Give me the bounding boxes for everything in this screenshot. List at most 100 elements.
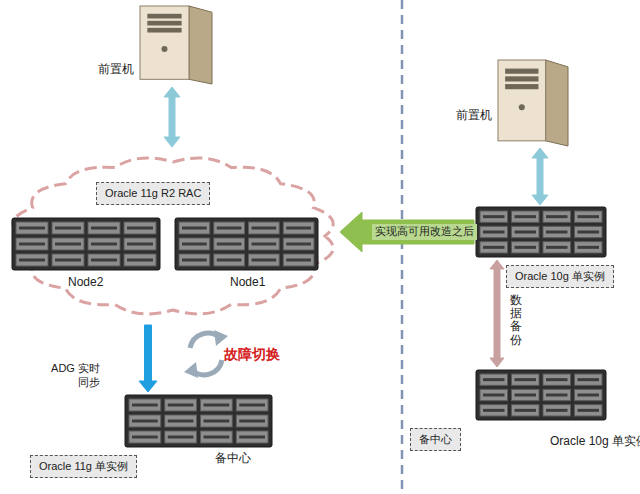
drive-slot [239,420,265,423]
cloud-outline [13,158,333,314]
connector-arrow [164,87,180,147]
rack-server: 备中心Oracle 10g 单实例 [476,370,606,420]
drive-bay [543,389,571,400]
drive-bay [124,254,156,266]
tower-front [498,60,546,141]
edge-label: ADG 实时同步 [48,362,100,390]
drive-bay [165,415,197,427]
drive-slot [147,28,181,33]
connector-arrow [490,260,504,367]
node-shape [476,370,606,420]
front-server: 前置机 [140,6,212,84]
server-body [476,370,606,420]
drive-slot [239,436,265,439]
drive-slot [483,394,505,397]
drive-bay [16,238,48,250]
node-shape [175,218,318,270]
drive-bay [124,222,156,234]
drive-slot [483,215,505,218]
server-label: Oracle 10g 单实例 [550,434,640,448]
drive-bay [201,399,233,411]
server-body [476,207,606,257]
drive-bay [543,226,571,237]
drive-bay [543,211,571,222]
drive-slot [578,246,600,249]
drive-bay [88,222,120,234]
drive-slot [546,215,568,218]
drive-bay [575,242,603,253]
drive-bay [88,238,120,250]
drive-slot [483,378,505,381]
drive-bay [543,374,571,385]
drive-slot [546,246,568,249]
drive-slot [505,84,538,89]
front-server: 前置机 [498,60,568,146]
drive-slot [546,378,568,381]
node-shape [498,60,568,146]
drive-slot [132,436,158,439]
drive-bay [249,254,280,266]
cluster-cloud: Oracle 11g R2 RACNode1Node2 [8,150,338,322]
connector-arrow [532,148,548,205]
node-shape [140,6,212,84]
drive-bay [214,254,245,266]
instance-tag: Oracle 10g 单实例 [506,265,614,288]
drive-slot [91,259,117,262]
tower-front [140,6,189,79]
edge-label: 数据备份 [510,294,522,347]
drive-slot [217,243,242,246]
drive-bay [52,254,84,266]
tower-side [546,60,568,146]
drive-bay [575,405,603,416]
drive-bay [201,431,233,443]
drive-slot [147,14,181,19]
drive-bay [283,222,314,234]
drive-bay [179,222,210,234]
drive-slot [286,243,311,246]
drive-slot [286,227,311,230]
server-label: 前置机 [456,108,492,122]
drive-slot [19,259,45,262]
tower-side [189,6,212,84]
drive-slot [505,69,538,74]
drive-slot [546,409,568,412]
drive-slot [578,378,600,381]
drive-bay [512,242,540,253]
drive-bay [480,226,508,237]
drive-slot [515,215,537,218]
server-label: Node2 [68,275,103,289]
drive-slot [204,436,230,439]
drive-slot [515,378,537,381]
server-label: 前置机 [98,62,134,76]
drive-slot [182,243,207,246]
drive-bay [512,226,540,237]
drive-bay [575,389,603,400]
drive-bay [543,405,571,416]
drive-bay [236,399,268,411]
cycle-head [214,330,228,346]
drive-bay [480,242,508,253]
server-body [125,395,272,447]
drive-slot [578,409,600,412]
drive-slot [127,227,153,230]
drive-slot [132,420,158,423]
drive-slot [55,243,81,246]
drive-slot [127,259,153,262]
drive-bay [16,222,48,234]
failover-label: 故障切换 [224,346,280,364]
drive-slot [217,259,242,262]
drive-bay [129,415,161,427]
drive-bay [512,374,540,385]
drive-bay [88,254,120,266]
drive-slot [483,246,505,249]
drive-slot [252,227,277,230]
drive-slot [91,227,117,230]
drive-bay [165,399,197,411]
drive-slot [252,259,277,262]
drive-slot [239,404,265,407]
drive-slot [252,243,277,246]
drive-bay [283,254,314,266]
drive-bay [575,374,603,385]
drive-slot [286,259,311,262]
